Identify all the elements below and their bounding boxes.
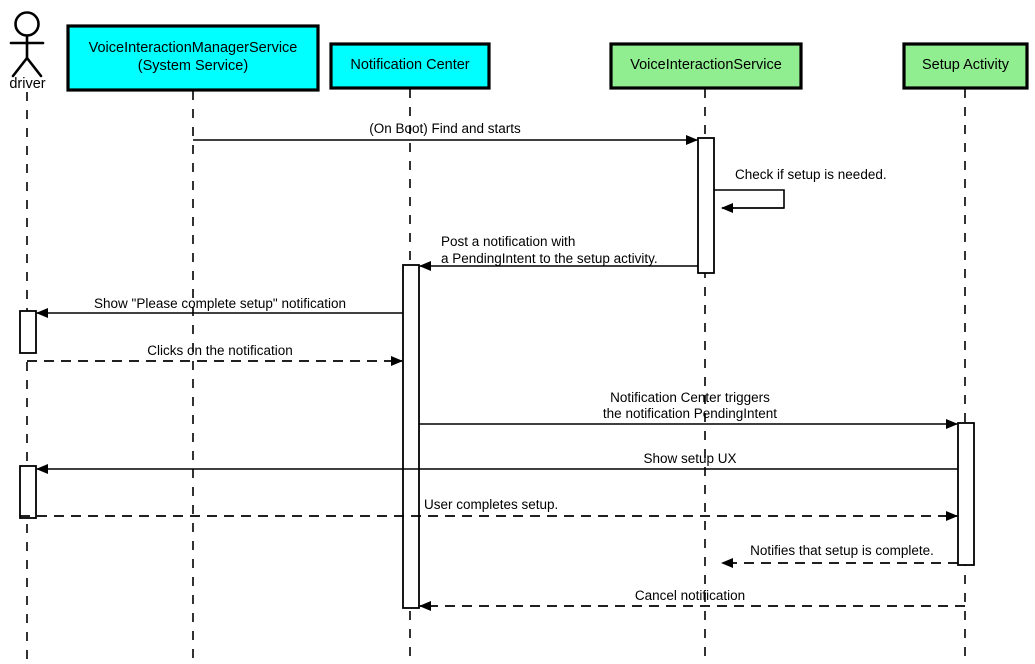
message-label-m9: Notifies that setup is complete. (750, 543, 934, 558)
activation-bar-vis-1 (697, 137, 715, 274)
message-label-m1: (On Boot) Find and starts (369, 121, 521, 136)
activation-bar-setup-activity-1 (957, 422, 975, 566)
participant-box-vis (609, 42, 803, 90)
participant-box-notification-center (329, 42, 491, 90)
message-label-m6-line1: Notification Center triggers (610, 390, 770, 405)
participant-label-vis: VoiceInteractionService (630, 57, 782, 73)
activation-bar-notification-center-1 (402, 264, 420, 609)
participant-label-vims-line1: VoiceInteractionManagerService (88, 40, 298, 56)
message-label-m5: Clicks on the notification (147, 343, 293, 358)
participant-label-driver: driver (9, 76, 46, 92)
stick-figure-icon (9, 11, 45, 78)
message-label-m6-line2: the notification PendingIntent (602, 406, 778, 421)
participant-box-vims (66, 24, 320, 92)
participant-box-setup-activity (902, 42, 1029, 90)
participant-label-setup-activity: Setup Activity (921, 57, 1010, 73)
message-label-m7: Show setup UX (643, 451, 737, 466)
message-label-m8: User completes setup. (424, 497, 559, 512)
message-arrow-m2 (714, 189, 785, 213)
message-label-m4: Show "Please complete setup" notificatio… (94, 296, 346, 311)
activation-bars (19, 137, 975, 609)
message-label-m3-line2: a PendingIntent to the setup activity. (441, 251, 658, 266)
participant-label-notification-center: Notification Center (350, 57, 470, 73)
activation-bar-driver-2 (19, 465, 37, 519)
message-label-m2: Check if setup is needed. (735, 167, 887, 182)
message-label-m10: Cancel notification (634, 588, 746, 603)
message-label-m3-line1: Post a notification with (441, 234, 576, 249)
activation-bar-driver-1 (19, 310, 37, 354)
participant-label-vims-line2: (System Service) (137, 58, 249, 74)
participant-boxes (66, 24, 1029, 92)
